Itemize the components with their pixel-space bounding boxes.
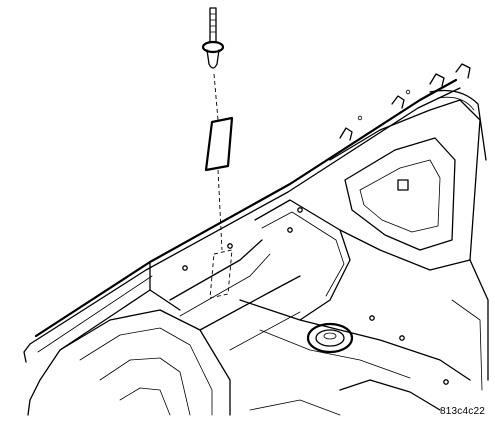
figure-reference-code: 813c4c22 — [440, 406, 485, 417]
assembly-centerline — [213, 73, 223, 251]
body-panel — [23, 63, 489, 416]
seal-pad — [204, 116, 234, 172]
fastener-stud — [201, 7, 225, 69]
pad-location-outline — [209, 249, 233, 299]
